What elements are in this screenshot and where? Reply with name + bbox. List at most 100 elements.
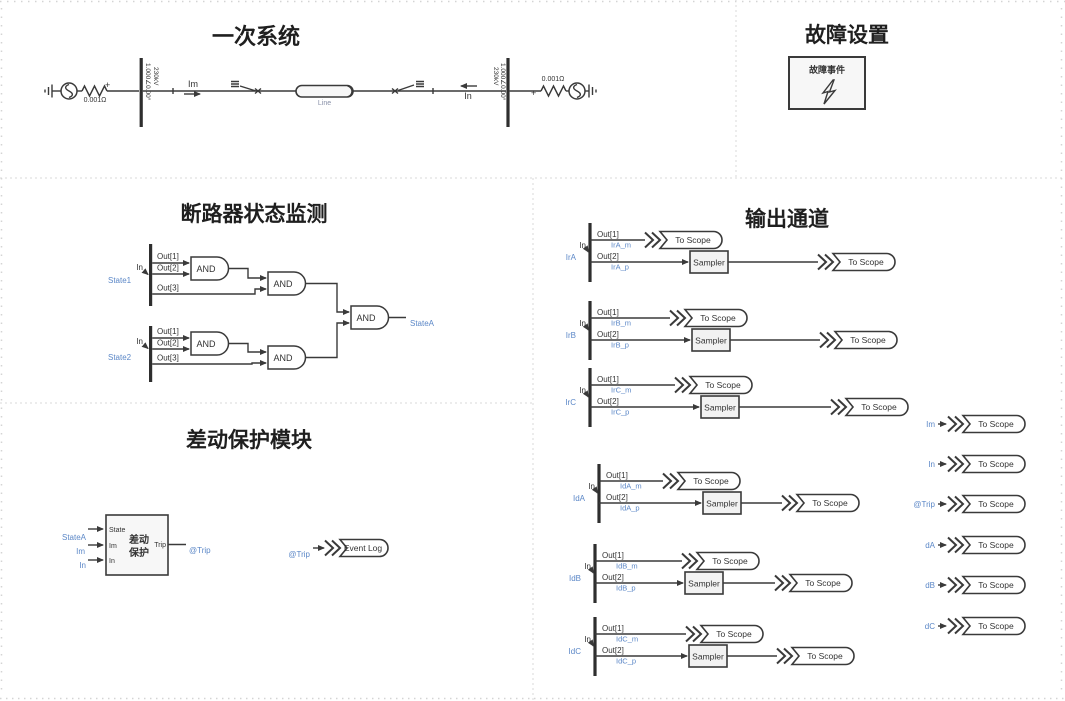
- signal-label-trip[interactable]: @Trip: [189, 546, 211, 555]
- sampler-block[interactable]: Sampler: [702, 491, 742, 515]
- resistor-left[interactable]: 0.001Ω: [81, 84, 108, 104]
- signal-label[interactable]: dC: [925, 622, 935, 631]
- ac-source-left[interactable]: [60, 82, 78, 100]
- demux-bar[interactable]: [588, 223, 592, 282]
- and-gate-final[interactable]: AND: [350, 305, 390, 330]
- and-gate-3[interactable]: AND: [190, 331, 230, 356]
- sampler-block[interactable]: Sampler: [700, 395, 740, 419]
- to-scope-label: To Scope: [978, 621, 1014, 631]
- signal-label[interactable]: @Trip: [913, 500, 935, 509]
- signal-label-statea-in[interactable]: StateA: [62, 533, 87, 542]
- diff-block-name-line2: 保护: [128, 546, 149, 559]
- signal-sublabel[interactable]: IrB_p: [611, 341, 629, 350]
- signal-label[interactable]: IrA: [566, 253, 577, 262]
- to-scope-tag[interactable]: To Scope: [662, 471, 741, 491]
- scope-row-db: dB To Scope: [925, 575, 1026, 595]
- signal-label[interactable]: dA: [925, 541, 935, 550]
- out1-label: Out[1]: [602, 551, 624, 560]
- demux-bar[interactable]: [593, 544, 597, 603]
- fault-event-block[interactable]: 故障事件: [788, 56, 866, 110]
- signal-in[interactable]: In: [460, 83, 477, 101]
- in-label[interactable]: In: [464, 91, 472, 101]
- diff-protection-title: 差动保护模块: [186, 428, 313, 452]
- event-log-tag[interactable]: Event Log: [324, 538, 389, 558]
- signal-label-statea[interactable]: StateA: [410, 319, 435, 328]
- signal-sublabel[interactable]: IdA_p: [620, 504, 640, 513]
- signal-sublabel[interactable]: IdC_p: [616, 657, 636, 666]
- demux-bar[interactable]: [588, 368, 592, 427]
- signal-sublabel[interactable]: IdB_p: [616, 584, 636, 593]
- signal-label[interactable]: In: [928, 460, 935, 469]
- sampler-block[interactable]: Sampler: [691, 328, 731, 352]
- to-scope-tag[interactable]: To Scope: [947, 535, 1026, 555]
- signal-label-state2[interactable]: State2: [108, 353, 132, 362]
- signal-label-im-in[interactable]: Im: [76, 547, 85, 556]
- demux-state2[interactable]: In: [136, 326, 153, 382]
- ac-source-right[interactable]: [568, 82, 586, 100]
- ground-symbol-left[interactable]: [44, 84, 61, 98]
- output-channel-group-irc: In IrC Out[1] IrC_m Out[2] IrC_p To Scop…: [565, 368, 909, 427]
- sampler-block[interactable]: Sampler: [689, 250, 729, 274]
- signal-sublabel[interactable]: IrA_m: [611, 241, 631, 250]
- signal-label[interactable]: IrC: [565, 398, 576, 407]
- to-scope-tag[interactable]: To Scope: [674, 375, 753, 395]
- to-scope-tag[interactable]: To Scope: [830, 397, 909, 417]
- to-scope-tag[interactable]: To Scope: [681, 551, 760, 571]
- signal-im[interactable]: Im: [184, 79, 201, 97]
- line-block-label: Line: [318, 100, 331, 107]
- demux-bar[interactable]: [588, 301, 592, 360]
- signal-sublabel[interactable]: IrC_p: [611, 408, 629, 417]
- to-scope-tag[interactable]: To Scope: [685, 624, 764, 644]
- out2-label: Out[2]: [157, 339, 179, 348]
- ground-symbol-right[interactable]: [585, 84, 597, 98]
- signal-label[interactable]: IdC: [569, 647, 582, 656]
- to-scope-tag[interactable]: To Scope: [669, 308, 748, 328]
- to-scope-tag[interactable]: To Scope: [644, 230, 723, 250]
- signal-sublabel[interactable]: IdB_m: [616, 562, 638, 571]
- signal-sublabel[interactable]: IrB_m: [611, 319, 631, 328]
- demux-bar[interactable]: [597, 464, 601, 523]
- demux-in-arrow: [582, 245, 590, 253]
- demux-state1[interactable]: In: [136, 244, 153, 306]
- signal-label[interactable]: IrB: [566, 331, 576, 340]
- scope-row-trip: @Trip To Scope: [913, 494, 1026, 514]
- bus-right-voltage-angle: 1.000∠0.00°: [499, 63, 507, 101]
- to-scope-tag[interactable]: To Scope: [776, 646, 855, 666]
- and-gate-4[interactable]: AND: [267, 345, 307, 370]
- bus-right[interactable]: 1.000∠0.00° 230kV: [492, 58, 510, 127]
- event-log-label: Event Log: [344, 543, 383, 553]
- to-scope-tag[interactable]: To Scope: [947, 454, 1026, 474]
- signal-label-trip-event[interactable]: @Trip: [288, 550, 310, 559]
- to-scope-tag[interactable]: To Scope: [817, 252, 896, 272]
- to-scope-tag[interactable]: To Scope: [819, 330, 898, 350]
- to-scope-label: To Scope: [705, 380, 741, 390]
- im-label[interactable]: Im: [188, 79, 198, 89]
- and-gate-1[interactable]: AND: [190, 256, 230, 281]
- to-scope-tag[interactable]: To Scope: [947, 575, 1026, 595]
- signal-sublabel[interactable]: IrA_p: [611, 263, 629, 272]
- signal-sublabel[interactable]: IrC_m: [611, 386, 631, 395]
- signal-label-state1[interactable]: State1: [108, 276, 132, 285]
- to-scope-tag[interactable]: To Scope: [774, 573, 853, 593]
- resistor-right[interactable]: 0.001Ω: [540, 76, 567, 98]
- sampler-block[interactable]: Sampler: [688, 644, 728, 668]
- signal-label-in-in[interactable]: In: [79, 561, 86, 570]
- and-gate-2[interactable]: AND: [267, 271, 307, 296]
- signal-label[interactable]: IdB: [569, 574, 581, 583]
- transmission-line-block[interactable]: Line: [295, 84, 354, 108]
- signal-label[interactable]: Im: [926, 420, 935, 429]
- to-scope-tag[interactable]: To Scope: [947, 616, 1026, 636]
- signal-sublabel[interactable]: IdC_m: [616, 635, 638, 644]
- to-scope-tag[interactable]: To Scope: [947, 494, 1026, 514]
- sampler-block[interactable]: Sampler: [684, 571, 724, 595]
- diff-protection-block[interactable]: State Im In 差动 保护 Trip: [105, 514, 169, 576]
- to-scope-tag[interactable]: To Scope: [781, 493, 860, 513]
- signal-label[interactable]: IdA: [573, 494, 586, 503]
- bus-left[interactable]: 1.000∠0.00° 230kV: [139, 58, 159, 127]
- signal-sublabel[interactable]: IdA_m: [620, 482, 642, 491]
- signal-label[interactable]: dB: [925, 581, 935, 590]
- breaker-left[interactable]: [231, 80, 262, 95]
- output-channel-group-idb: In IdB Out[1] IdB_m Out[2] IdB_p To Scop…: [569, 544, 853, 603]
- demux-bar[interactable]: [593, 617, 597, 676]
- to-scope-tag[interactable]: To Scope: [947, 414, 1026, 434]
